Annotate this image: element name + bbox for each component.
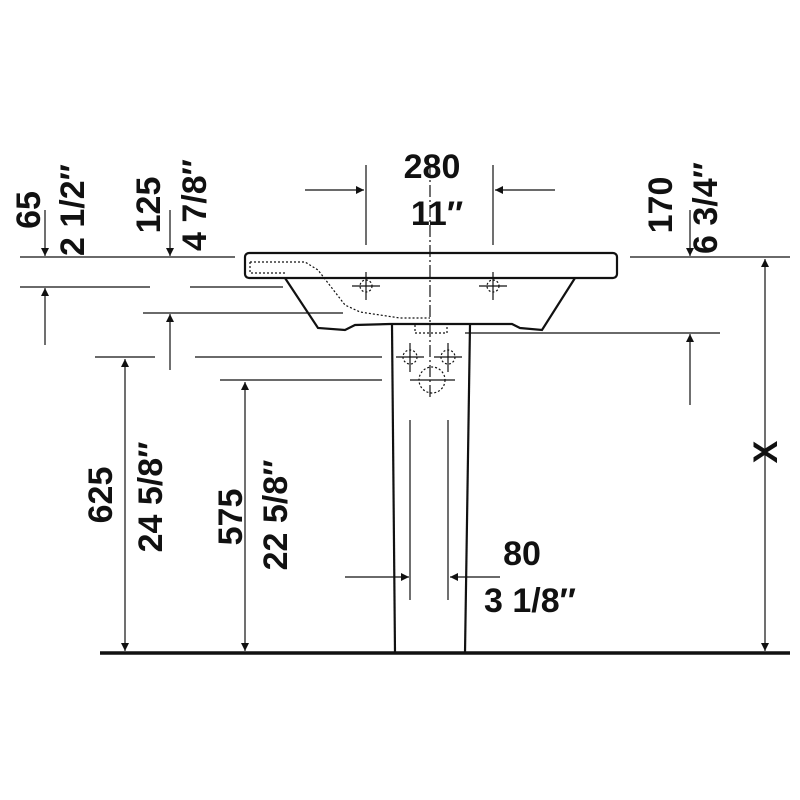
rim-to-top-in: 2 1/2″ (54, 164, 92, 256)
outlet-depth-in: 4 7/8″ (176, 159, 214, 251)
tap-holes (352, 272, 507, 394)
rim-height-x: X (747, 440, 785, 463)
supply-height-in: 22 5/8″ (257, 460, 295, 571)
pedestal-width-mm: 80 (503, 535, 541, 573)
waste-height-in: 24 5/8″ (132, 442, 170, 553)
pedestal-width-in: 3 1/8″ (484, 582, 576, 620)
supply-height-mm: 575 (212, 489, 250, 546)
basin (243, 251, 619, 334)
extension-lines (20, 165, 790, 381)
basin-depth-in: 6 3/4″ (687, 162, 725, 254)
outlet-depth-mm: 125 (130, 177, 168, 234)
rim-to-top-mm: 65 (10, 191, 48, 229)
basin-depth-mm: 170 (642, 177, 680, 234)
waste-height-mm: 625 (82, 467, 120, 524)
tap-spacing-in: 11″ (411, 195, 463, 233)
pedestal (390, 324, 472, 654)
tap-spacing-mm: 280 (404, 148, 461, 186)
dimension-arrows (41, 186, 769, 651)
